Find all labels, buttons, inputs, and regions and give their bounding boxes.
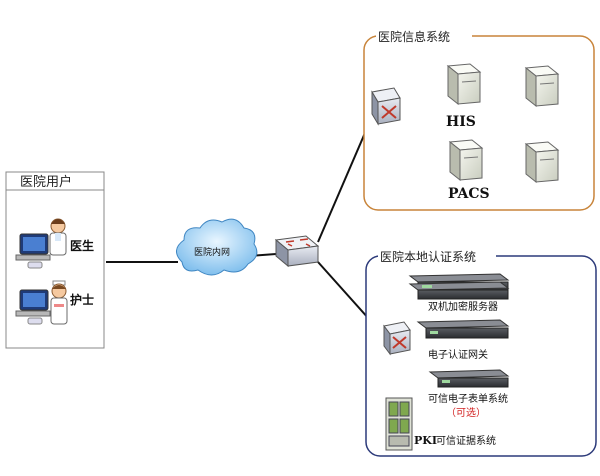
local-auth-system-panel: 医院本地认证系统 双机加密服务器 电子认证网关 可信电子表单系统 （可选） (365, 248, 597, 457)
doctor-workstation-icon (15, 233, 51, 269)
pki-label: 可信证据系统 (436, 434, 496, 447)
doctor-avatar-icon (49, 218, 67, 256)
nurse-avatar-icon (50, 280, 68, 325)
dual-encrypt-server-icon (408, 273, 510, 300)
intranet-label: 医院内网 (194, 246, 230, 258)
dual-encrypt-label: 双机加密服务器 (428, 300, 498, 313)
info-system-title: 医院信息系统 (378, 29, 450, 44)
pki-server-tower-icon (385, 397, 413, 451)
intranet-cloud-icon: 医院内网 (176, 218, 258, 276)
nurse-label: 护士 (70, 292, 94, 307)
core-switch-icon (274, 235, 320, 268)
auth-system-title: 医院本地认证系统 (380, 250, 476, 264)
users-title: 医院用户 (20, 174, 72, 190)
gateway-label: 电子认证网关 (428, 348, 488, 361)
nurse-workstation-icon (15, 289, 51, 325)
trusted-form-device-icon (428, 369, 510, 388)
hospital-info-system-panel: 医院信息系统 (363, 28, 595, 211)
optional-label: （可选） (446, 406, 486, 419)
trusted-form-label: 可信电子表单系统 (428, 392, 508, 405)
info-switch-icon (371, 87, 401, 126)
his-label: HIS (446, 114, 476, 130)
his-secondary-server-icon (524, 65, 560, 108)
gateway-device-icon (416, 319, 510, 339)
pacs-label: PACS (448, 186, 490, 202)
pki-prefix: PKI (414, 434, 437, 447)
pacs-secondary-server-icon (524, 141, 560, 184)
auth-switch-icon (383, 321, 411, 356)
doctor-label: 医生 (70, 238, 94, 253)
hospital-users-panel: 医院用户 医生 护士 (5, 171, 105, 349)
his-server-icon (446, 63, 482, 106)
pacs-server-icon (448, 139, 484, 182)
